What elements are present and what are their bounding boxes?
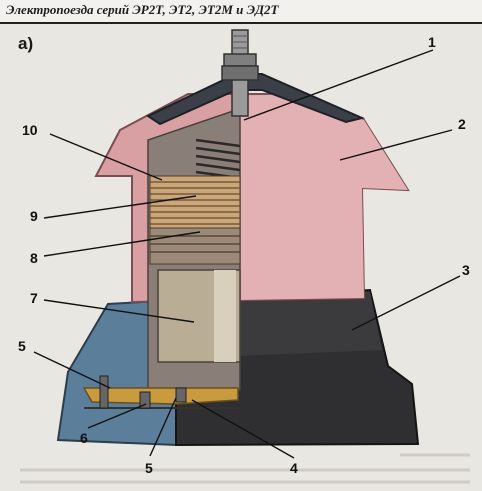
callout-leaders bbox=[33, 49, 461, 459]
base-bolts bbox=[99, 375, 187, 409]
callout-6: 6 bbox=[80, 430, 88, 446]
contact-plates bbox=[149, 175, 241, 265]
cylinder bbox=[157, 269, 241, 363]
callout-2: 2 bbox=[458, 116, 466, 132]
terminal-stud bbox=[221, 29, 259, 117]
callout-5-left: 5 bbox=[18, 338, 26, 354]
callout-3: 3 bbox=[462, 262, 470, 278]
callout-7: 7 bbox=[30, 290, 38, 306]
figure-label: а) bbox=[18, 34, 34, 53]
background-text-lines bbox=[20, 453, 470, 484]
base-plate bbox=[82, 387, 239, 405]
callout-1: 1 bbox=[428, 34, 436, 50]
callout-8: 8 bbox=[30, 250, 38, 266]
callout-4: 4 bbox=[290, 460, 298, 476]
spring bbox=[195, 138, 241, 180]
callout-10: 10 bbox=[22, 122, 38, 138]
running-title: Электропоезда серий ЭР2Т, ЭТ2, ЭТ2М и ЭД… bbox=[6, 2, 279, 17]
callout-5-bottom: 5 bbox=[145, 460, 153, 476]
callout-9: 9 bbox=[30, 208, 38, 224]
insulator-cutaway-illustration bbox=[20, 29, 470, 484]
page-header: Электропоезда серий ЭР2Т, ЭТ2, ЭТ2М и ЭД… bbox=[0, 0, 482, 24]
